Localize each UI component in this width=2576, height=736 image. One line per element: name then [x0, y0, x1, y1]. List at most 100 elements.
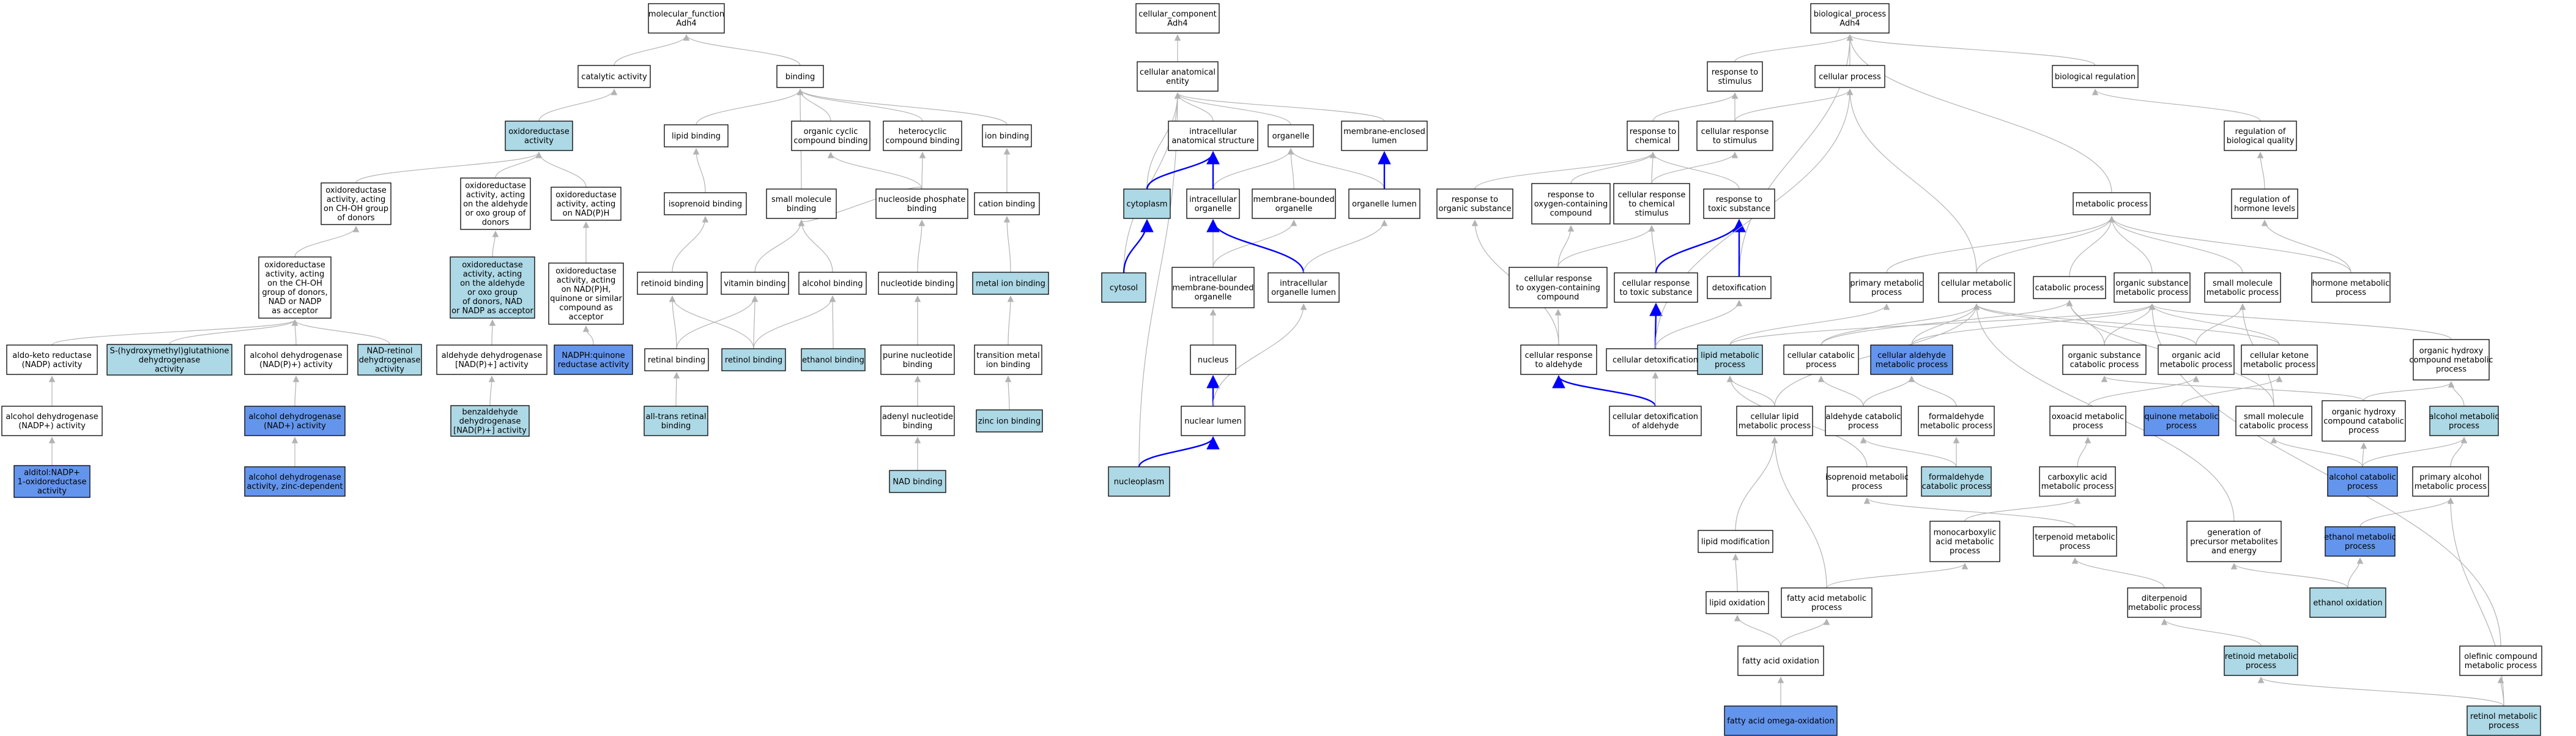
node-zinc-ion-binding[interactable]: zinc ion binding [976, 409, 1043, 433]
node-lipid-oxid[interactable]: lipid oxidation [1706, 591, 1769, 614]
node-cation-binding[interactable]: cation binding [974, 192, 1040, 215]
node-retinoid-binding[interactable]: retinoid binding [637, 272, 708, 295]
node-binding[interactable]: binding [776, 65, 824, 88]
node-catabolic[interactable]: catabolic process [2033, 276, 2106, 299]
node-nad-binding[interactable]: NAD binding [889, 470, 946, 493]
node-retinol-binding[interactable]: retinol binding [721, 348, 786, 371]
node-cell-detox[interactable]: cellular detoxification [1606, 348, 1705, 371]
node-nucleotide-binding[interactable]: nucleotide binding [878, 272, 957, 295]
node-cytosol[interactable]: cytosol [1101, 272, 1146, 303]
node-retinal-binding[interactable]: retinal binding [644, 348, 709, 371]
node-catalytic[interactable]: catalytic activity [577, 65, 651, 88]
node-nucleoplasm[interactable]: nucleoplasm [1108, 466, 1170, 497]
node-organelle[interactable]: organelle [1268, 124, 1314, 147]
node-ethanol-oxid[interactable]: ethanol oxidation [2309, 587, 2386, 618]
node-aldo-keto[interactable]: aldo-keto reductase(NADP) activity [6, 344, 98, 375]
node-adh-nad-act[interactable]: alcohol dehydrogenase(NAD(P)+) activity [244, 344, 348, 375]
node-ion-binding[interactable]: ion binding [982, 124, 1032, 147]
node-ald-dh[interactable]: aldehyde dehydrogenase[NAD(P)+] activity [436, 344, 547, 375]
node-alcohol-binding[interactable]: alcohol binding [798, 272, 867, 295]
node-ethanol-binding[interactable]: ethanol binding [801, 348, 866, 371]
node-vitamin-binding[interactable]: vitamin binding [721, 272, 789, 295]
node-cytoplasm[interactable]: cytoplasm [1123, 188, 1171, 219]
node-fatty-acid-oxid[interactable]: fatty acid oxidation [1737, 645, 1824, 676]
node-cell-proc[interactable]: cellular process [1814, 65, 1885, 88]
node-org-lumen[interactable]: organelle lumen [1348, 188, 1420, 219]
node-lipid-binding[interactable]: lipid binding [664, 124, 729, 147]
node-metal-ion-binding[interactable]: metal ion binding [972, 272, 1049, 295]
node-metabolic[interactable]: metabolic process [2073, 192, 2151, 215]
node-isoprenoid-binding[interactable]: isoprenoid binding [664, 192, 747, 215]
